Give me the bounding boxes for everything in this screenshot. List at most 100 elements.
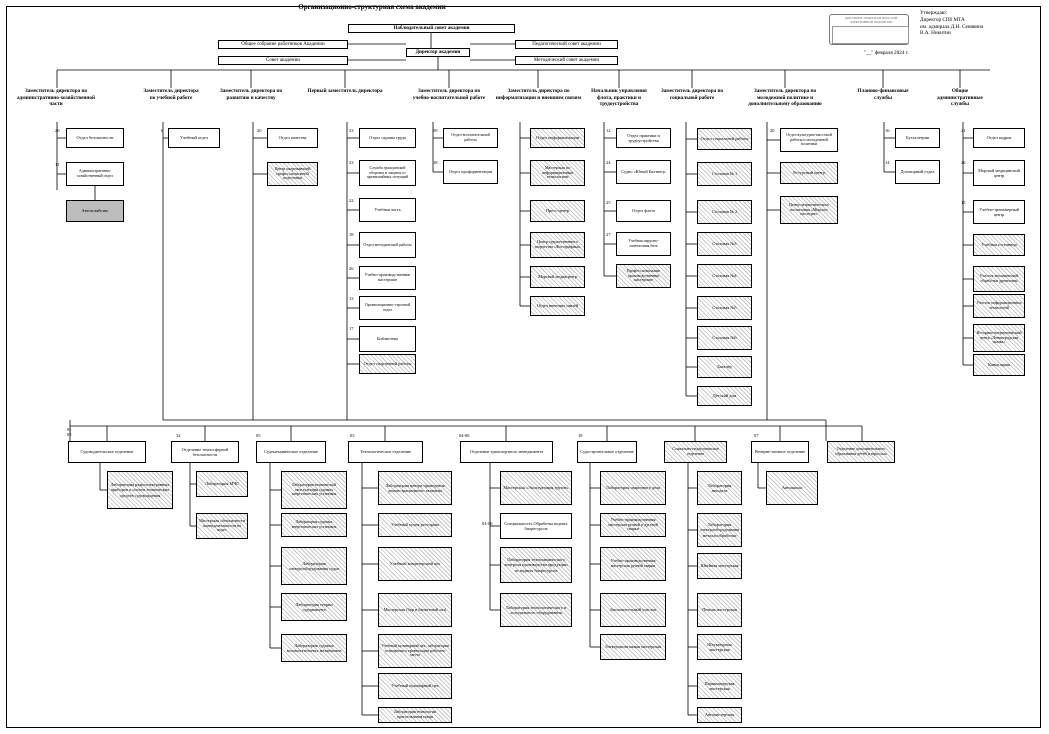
unit-box: Служба гражданской обороны и защиты от ч… bbox=[359, 160, 416, 186]
unit-box: Автохозяйство bbox=[66, 200, 124, 222]
department-box: Судостроительное отделение bbox=[577, 441, 637, 463]
lab-box: Лаборатория технологии приготовления пищ… bbox=[378, 707, 452, 723]
unit-box: Отдел качества bbox=[267, 128, 318, 148]
unit-box: Столовая №3 bbox=[697, 232, 752, 256]
department-number: 32 bbox=[176, 433, 181, 438]
methodical-council: Методический совет академии bbox=[515, 56, 618, 65]
lab-box: Лаборатория радиоэлектронных приборов и … bbox=[107, 471, 173, 509]
unit-box: Участок информационных технологий bbox=[973, 294, 1025, 318]
department-box: Технологическое отделение bbox=[348, 441, 423, 463]
unit-box: Столовая №6 bbox=[697, 326, 752, 350]
department-number: 04-06 bbox=[459, 433, 470, 438]
deputy-head: Первый заместитель директора bbox=[307, 88, 383, 94]
unit-number: 24 bbox=[606, 160, 611, 165]
unit-number: 21 bbox=[961, 128, 966, 133]
department-number: 05 bbox=[256, 433, 261, 438]
unit-box: Отдел культурно-массовой работы и молоде… bbox=[780, 128, 838, 152]
deputy-head: Общие административные службы bbox=[937, 88, 983, 107]
unit-box: Учебно-производственные мастерские bbox=[359, 266, 416, 290]
unit-box: Учебная часть bbox=[359, 198, 416, 222]
unit-box: Отдел флота bbox=[616, 200, 671, 222]
lab-box: Лаборатория электрооборудования металлоо… bbox=[697, 513, 742, 547]
lab-box: Автомастерская bbox=[697, 707, 742, 723]
unit-number: 14 bbox=[885, 160, 890, 165]
department-box: Отделение транспортного менеджмента bbox=[460, 441, 553, 463]
unit-box: Ресурсный центр bbox=[780, 162, 838, 184]
unit-box: Библиотека bbox=[359, 326, 416, 352]
lab-box: Учебный кулинарный цех, лаборатория осна… bbox=[378, 634, 452, 668]
deputy-head: Заместитель директора по учебной работе bbox=[143, 88, 199, 101]
unit-number: 26 bbox=[349, 266, 354, 271]
unit-box: Профессиональные производственные мастер… bbox=[616, 264, 671, 288]
lab-box: Лаборатория технической эксплуатации суд… bbox=[281, 471, 347, 509]
unit-number: 23 bbox=[349, 128, 354, 133]
lab-box: Учебный кулинарный цех bbox=[378, 673, 452, 699]
unit-box: Центр патриотического воспитания «Морско… bbox=[780, 196, 838, 224]
unit-number: 18 bbox=[349, 232, 354, 237]
unit-number: 25 bbox=[606, 200, 611, 205]
unit-box: Административно-хозяйственный отдел bbox=[66, 162, 124, 186]
lab-box: Учебно-производственная мастерская ручно… bbox=[600, 513, 666, 537]
approval-line: Директор СПб МТА bbox=[920, 16, 965, 23]
approval-line: Утверждаю: bbox=[920, 10, 948, 16]
unit-box: Детский дом bbox=[697, 386, 752, 406]
department-number: 07 bbox=[754, 433, 759, 438]
approval-line: им. адмирала Д.Н. Сенявина bbox=[920, 23, 984, 30]
lab-box: Лаборатория судовых энергетических устан… bbox=[281, 513, 347, 537]
department-box: Вечерне-заочное отделение bbox=[751, 441, 809, 463]
lab-box: Автошкола bbox=[766, 471, 818, 505]
unit-box: Отдел безопасности bbox=[66, 128, 124, 148]
lab-box: Электромонтажная мастерская bbox=[600, 634, 666, 660]
lab-box: Лаборатория технологического и холодильн… bbox=[500, 593, 572, 627]
lab-box: Лаборатория МЧС bbox=[196, 471, 248, 497]
unit-box: Бухгалтерия bbox=[895, 128, 940, 148]
unit-box: Учебная парусно-шлюпочная база bbox=[616, 232, 671, 256]
page-frame bbox=[6, 6, 1041, 728]
unit-box: Судно «Юный Балтиец» bbox=[616, 160, 671, 184]
unit-number: 15 bbox=[961, 200, 966, 205]
unit-box: Отдел социальной работы bbox=[697, 128, 752, 150]
signature-stamp: ДОКУМЕНТ ПОДПИСАН ПРОСТОЙ ЭЛЕКТРОННОЙ ПО… bbox=[829, 14, 909, 45]
deputy-head: Заместитель директора по социальной рабо… bbox=[660, 88, 724, 101]
approval-date: "__" февраля 2024 г. bbox=[864, 50, 909, 56]
unit-box: Отдел кадров bbox=[973, 128, 1025, 148]
unit-box: Отдел охраны труда bbox=[359, 128, 416, 148]
lab-box: Мастерская «безопасности жизнедеятельнос… bbox=[196, 513, 248, 539]
lab-box: Заготовительный участок bbox=[600, 593, 666, 627]
department-box: Отделение дополнительного образования де… bbox=[827, 441, 895, 463]
unit-box: Историко-патриотический центр «Ленинград… bbox=[973, 324, 1025, 352]
lab-box: Лаборатория сварочного дела bbox=[600, 471, 666, 505]
unit-box: Мастерская по информационным технологиям bbox=[530, 160, 585, 186]
unit-box: Отдел практики и трудоустройства bbox=[616, 128, 671, 148]
unit-box: Отдел методической работы bbox=[359, 232, 416, 258]
unit-number: 20 bbox=[770, 128, 775, 133]
department-number: 18 bbox=[578, 433, 583, 438]
lab-box: Лаборатория теории судоремонта bbox=[281, 593, 347, 621]
unit-box: Отдел информатизации bbox=[530, 128, 585, 148]
pedagogical-council: Педагогический совет академии bbox=[515, 40, 618, 49]
unit-number: 17 bbox=[349, 326, 354, 331]
department-number: 03 bbox=[350, 433, 355, 438]
lab-box: Штукатурная мастерская bbox=[697, 634, 742, 660]
lab-number: 04-06 bbox=[482, 521, 493, 526]
unit-number: 18 bbox=[433, 160, 438, 165]
lab-box: Печная мастерская bbox=[697, 593, 742, 627]
unit-box: Отдел воспитательной работы bbox=[443, 128, 498, 148]
lab-box: Лаборатория центра проведения демонстрац… bbox=[378, 471, 452, 505]
lab-box: Учебно-производственная мастерская ручно… bbox=[600, 547, 666, 581]
unit-box: Организационно-строевой отдел bbox=[359, 296, 416, 320]
deputy-head: Заместитель директора по административно… bbox=[16, 88, 95, 107]
unit-number: 09 bbox=[433, 128, 438, 133]
approval-line: В.А. Никитин bbox=[920, 30, 951, 37]
department-box: Судоводительское отделение bbox=[68, 441, 146, 463]
unit-box: Участок механической обработки древесины bbox=[973, 266, 1025, 292]
unit-number: 13 bbox=[349, 296, 354, 301]
unit-box: Столовая № 2 bbox=[697, 200, 752, 224]
lab-box: Мастерская «Эксплуатация грузов» bbox=[500, 471, 572, 505]
unit-number: 12 bbox=[606, 128, 611, 133]
unit-box: Учебно-тренажерный центр bbox=[973, 200, 1025, 224]
unit-box: Баталёр bbox=[697, 356, 752, 378]
supervisory-board: Наблюдательный совет академии bbox=[348, 24, 515, 33]
